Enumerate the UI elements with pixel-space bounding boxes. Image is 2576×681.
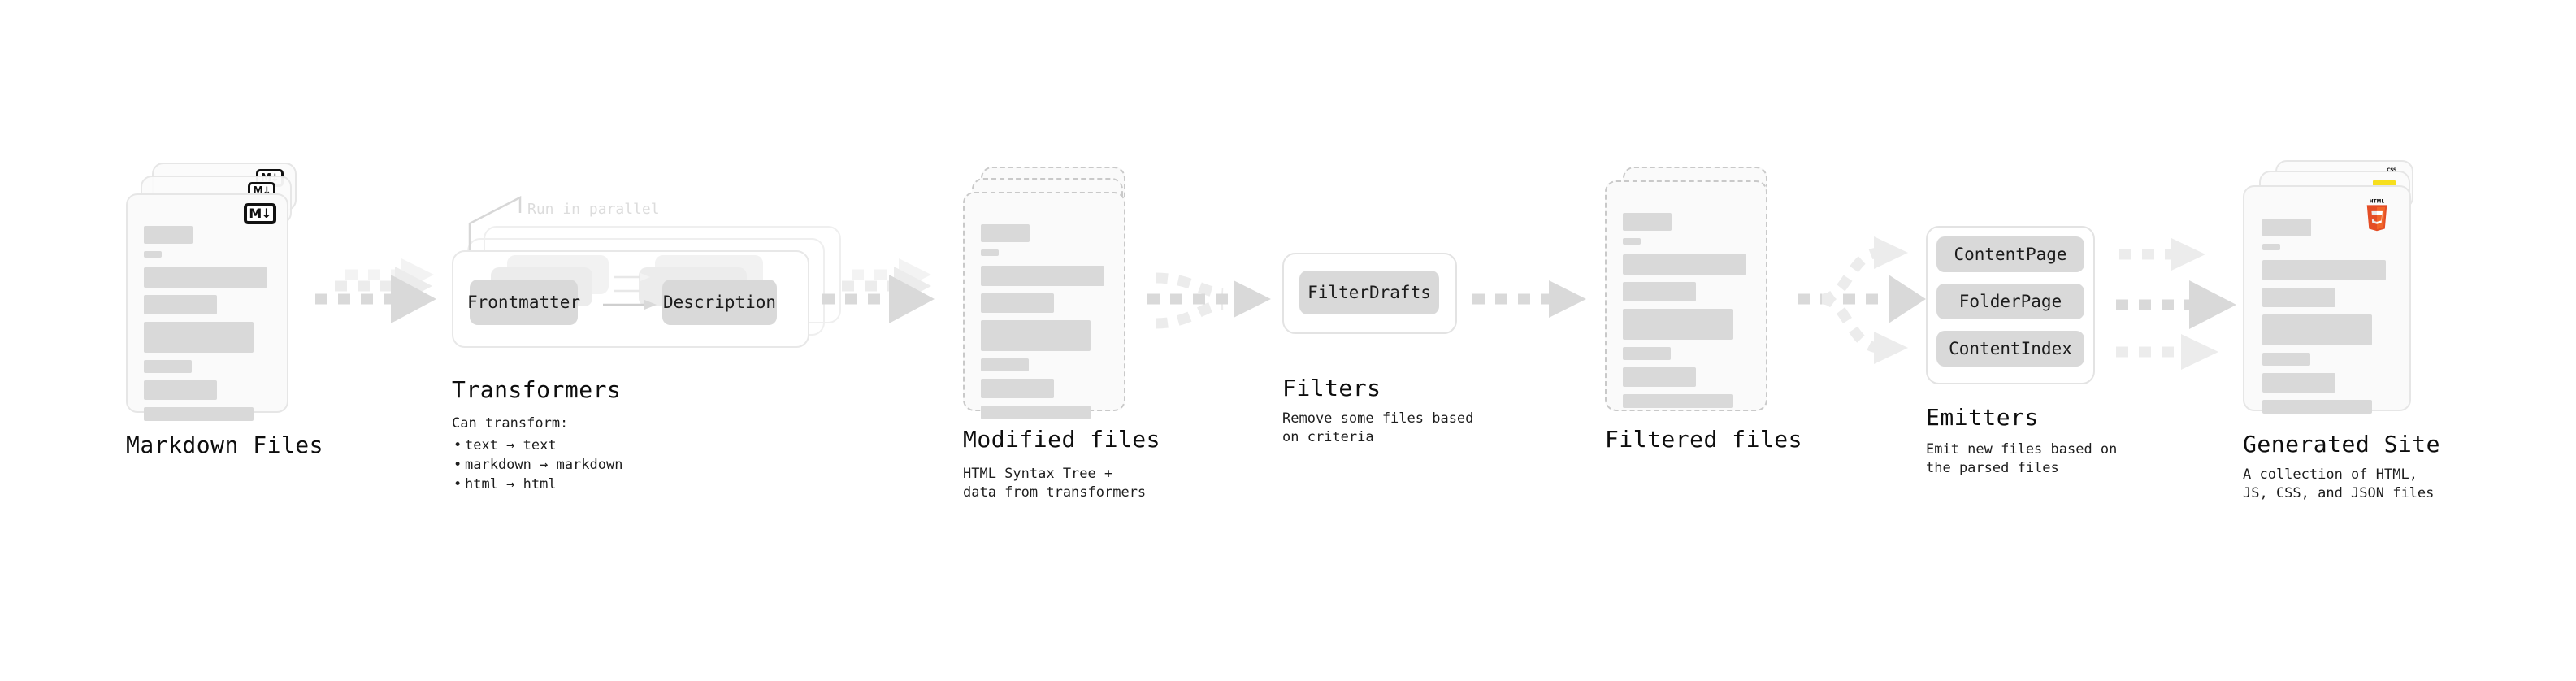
generated-content-bars [2262, 219, 2396, 421]
arrow-filters-to-filtered [1472, 280, 1586, 318]
filtered-files-stack [1605, 167, 1784, 427]
modified-files-description: HTML Syntax Tree + data from transformer… [963, 466, 1147, 501]
markdown-files-stack: M↓ M↓ M↓ [126, 163, 305, 423]
emitter-node-contentindex[interactable]: ContentIndex [1936, 331, 2084, 367]
transformer-node-frontmatter[interactable]: Frontmatter [467, 280, 580, 325]
svg-text:HTML: HTML [2370, 199, 2385, 204]
generated-site-description: A collection of HTML, JS, CSS, and JSON … [2243, 466, 2435, 501]
run-in-parallel-label: Run in parallel [527, 201, 660, 218]
modified-files-stack [963, 167, 1142, 427]
transformers-bullet-0: text → text [452, 436, 622, 455]
arrow-filtered-to-emitters [1798, 236, 1926, 364]
emitter-node-contentpage[interactable]: ContentPage [1936, 236, 2084, 272]
emitter-node-folderpage[interactable]: FolderPage [1936, 284, 2084, 319]
transformer-node-description[interactable]: Description [662, 280, 777, 325]
transformers-bullet-2: html → html [452, 475, 622, 494]
transformers-bullets: Can transform: text → text markdown → ma… [452, 414, 622, 494]
transformers-bullets-lead: Can transform: [452, 415, 569, 432]
modified-content-bars [981, 224, 1111, 427]
generated-site-stack: CSS HTML [2243, 160, 2430, 428]
markdown-files-title: Markdown Files [126, 432, 324, 458]
markdown-content-bars [144, 226, 274, 428]
emitters-description: Emit new files based on the parsed files [1926, 441, 2118, 476]
modified-files-title: Modified files [963, 426, 1161, 453]
transformers-title: Transformers [452, 376, 622, 403]
filtered-files-title: Filtered files [1605, 426, 1803, 453]
arrow-emitters-to-site [2116, 238, 2236, 370]
arrow-markdown-to-transformers [315, 258, 436, 323]
arrow-modified-to-filters [1147, 272, 1271, 329]
generated-site-title: Generated Site [2243, 431, 2441, 458]
filtered-content-bars [1623, 213, 1753, 415]
filters-title: Filters [1282, 375, 1381, 401]
markdown-icon: M↓ [244, 203, 276, 224]
emitters-title: Emitters [1926, 404, 2039, 431]
html5-icon: HTML [2363, 199, 2391, 232]
filter-node-filterdrafts[interactable]: FilterDrafts [1299, 271, 1439, 314]
filters-description: Remove some files based on criteria [1282, 410, 1474, 445]
transformers-bullet-1: markdown → markdown [452, 455, 622, 475]
